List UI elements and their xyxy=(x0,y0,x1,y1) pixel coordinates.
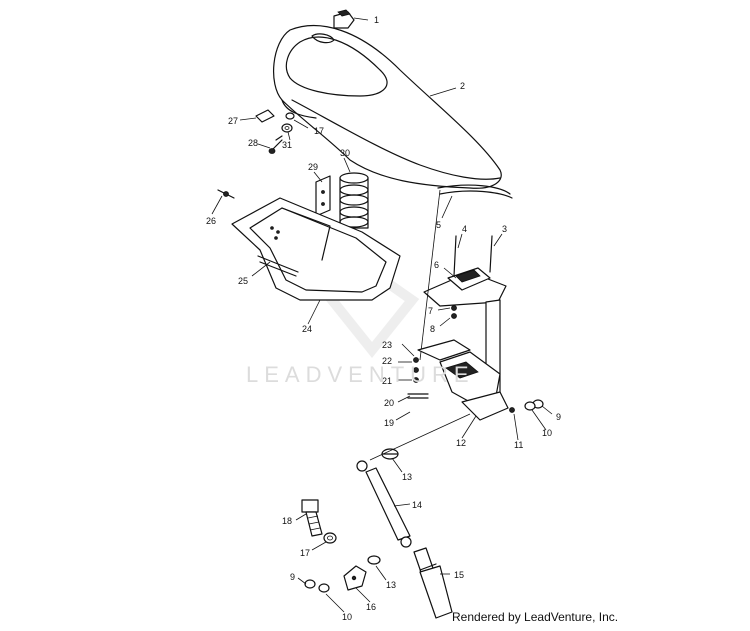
storage-tub-part xyxy=(231,197,401,301)
callout-label: 13 xyxy=(386,580,396,590)
washer-lower-part xyxy=(323,532,337,544)
callout-label: 20 xyxy=(384,398,394,408)
callout-label: 2 xyxy=(460,81,465,91)
callout-label: 6 xyxy=(434,260,439,270)
hood-hardware xyxy=(255,109,295,154)
callout-label: 17 xyxy=(314,126,324,136)
callout-label: 3 xyxy=(502,224,507,234)
callout-label: 7 xyxy=(428,306,433,316)
callout-label: 9 xyxy=(556,412,561,422)
upper-mount-part xyxy=(423,235,507,319)
callout-label: 8 xyxy=(430,324,435,334)
leader-lines xyxy=(211,17,553,613)
callout-label: 26 xyxy=(206,216,216,226)
hood-part xyxy=(272,24,502,189)
pin-part xyxy=(217,189,235,199)
callout-label: 17 xyxy=(300,548,310,558)
callout-label: 19 xyxy=(384,418,394,428)
right-hardware xyxy=(509,399,544,413)
callout-label: 14 xyxy=(412,500,422,510)
callout-label: 24 xyxy=(302,324,312,334)
callout-label: 9 xyxy=(290,572,295,582)
callout-label: 22 xyxy=(382,356,392,366)
callout-label: 28 xyxy=(248,138,258,148)
tie-rod-part xyxy=(356,413,471,548)
callout-label: 12 xyxy=(456,438,466,448)
callout-label: 31 xyxy=(282,140,292,150)
callout-label: 29 xyxy=(308,162,318,172)
callout-label: 16 xyxy=(366,602,376,612)
callout-label: 5 xyxy=(436,220,441,230)
seal-strip-part xyxy=(437,184,513,199)
callout-label: 25 xyxy=(238,276,248,286)
watermark-text: LEADVENTURE xyxy=(246,362,475,387)
bolt-part xyxy=(301,499,323,537)
callout-label: 30 xyxy=(340,148,350,158)
plate-bracket-part xyxy=(343,555,381,591)
callout-label: 11 xyxy=(514,440,523,450)
callout-labels: 1 2 27 17 31 28 29 30 26 25 24 5 4 3 6 7… xyxy=(206,15,561,622)
canister-part xyxy=(339,172,369,229)
callout-label: 1 xyxy=(374,15,379,25)
ball-joint-upper-part xyxy=(381,448,399,460)
callout-label: 21 xyxy=(382,376,392,386)
callout-label: 18 xyxy=(282,516,292,526)
lower-bracket-part xyxy=(407,339,509,421)
callout-label: 4 xyxy=(462,224,467,234)
lower-left-hardware xyxy=(304,579,330,593)
callout-label: 27 xyxy=(228,116,238,126)
callout-label: 10 xyxy=(542,428,552,438)
bracket-part xyxy=(315,175,331,217)
cap-part xyxy=(333,9,355,29)
callout-label: 15 xyxy=(454,570,464,580)
callout-label: 23 xyxy=(382,340,392,350)
callout-label: 13 xyxy=(402,472,412,482)
credit-text: Rendered by LeadVenture, Inc. xyxy=(452,610,619,624)
lower-shaft-part xyxy=(413,547,453,619)
callout-label: 10 xyxy=(342,612,352,622)
